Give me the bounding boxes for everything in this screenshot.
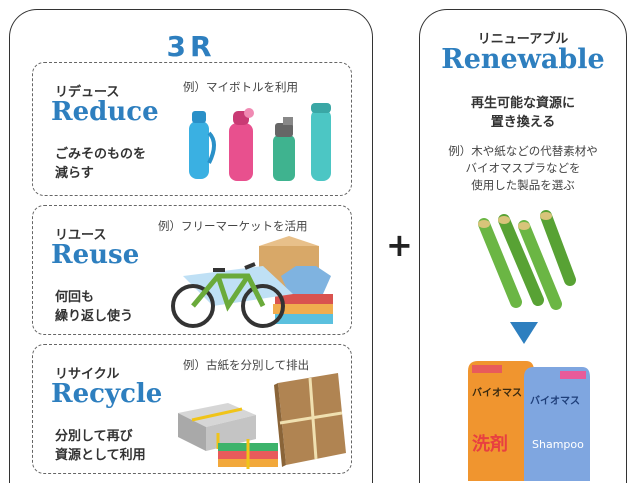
green-bottle-icon bbox=[273, 117, 295, 181]
teal-bottle-icon bbox=[311, 103, 331, 181]
renewable-panel: リニューアブル Renewable 再生可能な資源に置き換える 例）木や紙などの… bbox=[419, 9, 627, 483]
bottles-illustration bbox=[189, 103, 331, 181]
reuse-card: リユース Reuse 例）フリーマーケットを活用 何回も繰り返し使う bbox=[32, 205, 352, 335]
biomass-products-illustration bbox=[468, 361, 590, 481]
renewable-en-label: Renewable bbox=[441, 44, 605, 75]
bamboo-illustration bbox=[478, 210, 576, 310]
cardboard-stack-icon bbox=[274, 373, 346, 467]
reuse-jp-label: リユース bbox=[55, 228, 107, 243]
three-r-panel: 3R リデュース Reduce 例）マイボトルを利用 ごみそのものを減らす bbox=[9, 9, 373, 483]
colored-paper-bundle-icon bbox=[218, 439, 278, 469]
blue-bottle-icon bbox=[189, 111, 216, 179]
three-r-title: 3R bbox=[166, 30, 216, 63]
recycle-jp-label: リサイクル bbox=[55, 367, 120, 382]
flea-market-illustration bbox=[171, 236, 333, 328]
plus-sign: + bbox=[386, 226, 413, 264]
bicycle-icon bbox=[171, 262, 285, 328]
detergent-pack-text: 洗剤 bbox=[472, 434, 508, 455]
reuse-description: 何回も繰り返し使う bbox=[55, 290, 134, 324]
paper-recycling-illustration bbox=[178, 373, 346, 469]
pink-bottle-icon bbox=[229, 108, 254, 181]
recycle-description: 分別して再び資源として利用 bbox=[55, 429, 146, 463]
down-arrow-icon bbox=[510, 322, 538, 344]
shampoo-pack-label: バイオマス bbox=[530, 396, 580, 407]
renewable-subtitle: 再生可能な資源に置き換える bbox=[470, 96, 575, 130]
reduce-description: ごみそのものを減らす bbox=[55, 147, 147, 181]
reduce-jp-label: リデュース bbox=[55, 85, 120, 100]
shampoo-pack-text: Shampoo bbox=[532, 438, 584, 451]
clothes-stack-icon bbox=[273, 266, 333, 324]
reuse-en-label: Reuse bbox=[51, 240, 140, 270]
detergent-pack-icon bbox=[468, 361, 534, 481]
shampoo-pack-icon bbox=[524, 367, 590, 481]
bamboo-icon bbox=[478, 210, 576, 310]
recycle-example: 例）古紙を分別して排出 bbox=[183, 358, 310, 372]
renewable-jp-label: リニューアブル bbox=[477, 32, 569, 47]
reduce-card: リデュース Reduce 例）マイボトルを利用 ごみそのものを減らす bbox=[32, 62, 352, 196]
detergent-pack-label: バイオマス bbox=[472, 388, 522, 399]
recycle-card: リサイクル Recycle 例）古紙を分別して排出 分別して再び資源として利用 bbox=[32, 344, 352, 474]
reuse-example: 例）フリーマーケットを活用 bbox=[158, 219, 308, 233]
reduce-en-label: Reduce bbox=[51, 97, 159, 127]
renewable-example: 例）木や紙などの代替素材やバイオマスプラなどを使用した製品を選ぶ bbox=[448, 144, 598, 192]
reduce-example: 例）マイボトルを利用 bbox=[183, 80, 298, 94]
recycle-en-label: Recycle bbox=[51, 379, 163, 409]
